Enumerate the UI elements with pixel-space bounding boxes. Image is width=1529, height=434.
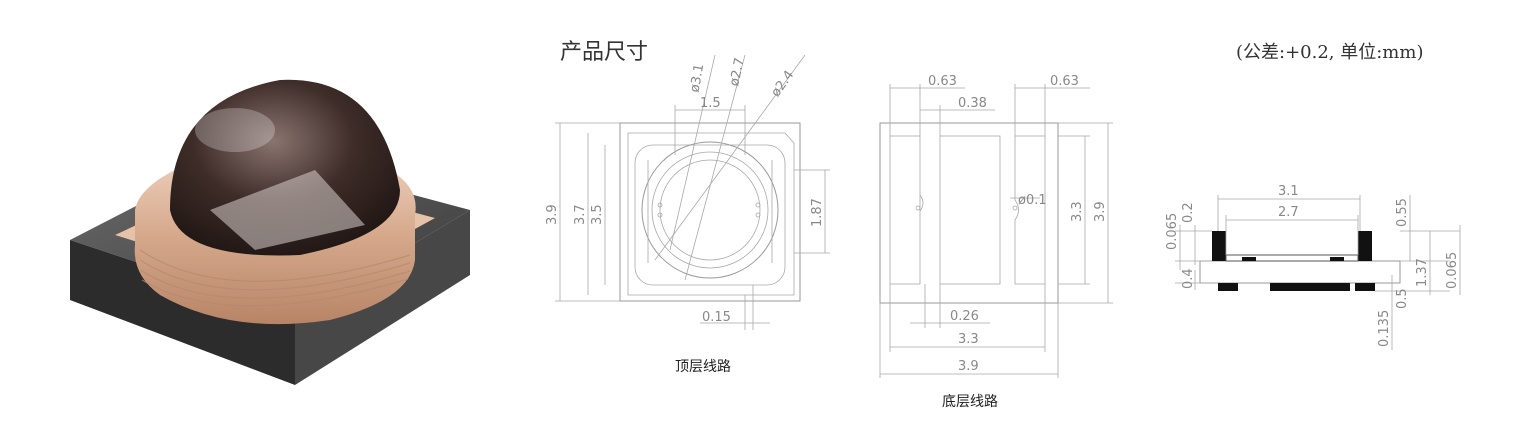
dim-w015: 0.15 — [702, 310, 731, 325]
tolerance-note: (公差:+0.2, 单位:mm) — [1236, 42, 1424, 63]
side-pad-center — [1270, 283, 1350, 291]
dim-h37: 3.7 — [573, 204, 588, 225]
side-post-left — [1212, 231, 1226, 261]
dim-v055: 0.55 — [1395, 198, 1410, 227]
dome-highlight — [195, 108, 275, 152]
dim-v04: 0.4 — [1181, 268, 1196, 289]
dim-d27: ø2.7 — [727, 56, 748, 87]
dim-v0065a: 0.065 — [1165, 213, 1180, 250]
dim-w27: 2.7 — [1278, 205, 1299, 220]
dim-v0135: 0.135 — [1377, 310, 1392, 347]
dim-h35: 3.5 — [590, 204, 605, 225]
dim-v05: 0.5 — [1395, 288, 1410, 309]
dome-reflection — [210, 170, 365, 250]
dim-d24: ø2.4 — [769, 68, 798, 100]
dim-h39: 3.9 — [545, 204, 560, 225]
led-base-left — [70, 240, 295, 385]
top-inner-rounded — [634, 144, 786, 286]
dim-w063a: 0.63 — [928, 74, 957, 89]
side-view-drawing: 3.1 2.7 0.065 0.2 0.55 0.4 1.37 0.065 0.… — [1165, 184, 1461, 350]
dim-w15: 1.5 — [700, 96, 721, 111]
dim-w063b: 0.63 — [1050, 74, 1079, 89]
side-pad-left — [1218, 283, 1238, 291]
top-view-caption: 顶层线路 — [675, 359, 731, 375]
page-title: 产品尺寸 — [560, 40, 649, 65]
bottom-outer-square — [879, 122, 1059, 304]
side-pad-right — [1355, 283, 1375, 291]
side-body — [1199, 260, 1401, 284]
dim-w33: 3.3 — [958, 332, 979, 347]
dim-d31: ø3.1 — [687, 63, 707, 94]
dim-v137: 1.37 — [1415, 258, 1430, 287]
pad-right — [1014, 135, 1046, 285]
circle-d24 — [659, 159, 761, 261]
circle-d31 — [641, 141, 779, 279]
side-post-right — [1358, 231, 1372, 261]
top-view-drawing: ø3.1 ø2.7 ø2.4 1.5 3.9 3.7 3.5 1.87 0.15 — [545, 55, 830, 330]
top-inner-square — [627, 132, 795, 296]
top-outer-square — [619, 122, 801, 302]
dim-w038: 0.38 — [958, 96, 987, 111]
bottom-view-caption: 底层线路 — [942, 394, 998, 410]
dim-h33: 3.3 — [1070, 201, 1085, 222]
pad-left — [889, 135, 921, 285]
dim-w31: 3.1 — [1278, 184, 1299, 199]
bottom-view-drawing: 0.63 0.38 0.63 ø0.1 3.3 3.9 0.26 3.3 3.9 — [879, 74, 1113, 378]
dim-v0065b: 0.065 — [1445, 252, 1460, 289]
dim-v02: 0.2 — [1181, 202, 1196, 223]
dim-w026: 0.26 — [950, 309, 979, 324]
circle-d27 — [651, 151, 769, 269]
pad-center — [939, 135, 1001, 285]
dim-d01: ø0.1 — [1018, 193, 1047, 208]
dim-h39: 3.9 — [1093, 201, 1108, 222]
dim-w39: 3.9 — [958, 359, 979, 374]
dim-h187: 1.87 — [810, 198, 825, 227]
led-product-illustration — [70, 79, 470, 385]
